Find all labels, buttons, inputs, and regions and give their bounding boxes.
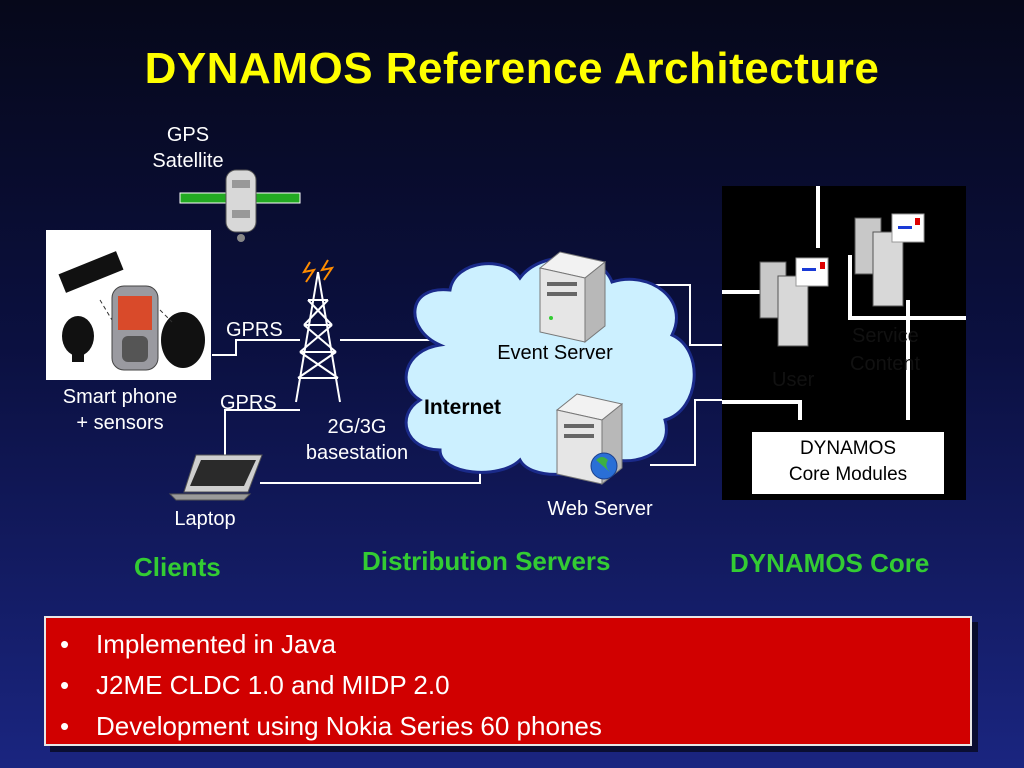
cell-tower-icon (295, 259, 341, 403)
bullet-item: Implemented in Java (46, 624, 970, 665)
user-server-icon (759, 257, 829, 347)
core-hidden-user-label: User (772, 369, 815, 391)
core-hidden-content-label: Content (850, 353, 920, 375)
laptop-label: Laptop (174, 508, 236, 530)
event-server-label: Event Server (497, 342, 613, 364)
gps-satellite-icon (179, 169, 301, 242)
smartphone-sensors-image (46, 230, 211, 380)
event-server-core-link (655, 284, 722, 346)
core-modules-caption: DYNAMOS Core Modules (752, 432, 944, 494)
gps-satellite-label: GPS Satellite (152, 124, 224, 172)
web-server-core-link (650, 399, 722, 466)
laptop-icon (168, 454, 263, 501)
section-label-distribution: Distribution Servers (362, 546, 611, 576)
gprs-bottom-label: GPRS (220, 392, 277, 414)
service-content-server-icon (854, 213, 925, 307)
core-hidden-service-label: Service (852, 325, 919, 347)
smartphone-label: Smart phone + sensors (62, 386, 178, 434)
gprs-top-label: GPRS (226, 319, 283, 341)
section-label-clients: Clients (134, 552, 221, 582)
section-label-core: DYNAMOS Core (730, 548, 930, 578)
event-server-icon (538, 251, 607, 344)
slide-title: DYNAMOS Reference Architecture (144, 44, 880, 93)
web-server-icon (555, 393, 624, 486)
internet-label: Internet (424, 396, 502, 419)
bullet-list: Implemented in Java J2ME CLDC 1.0 and MI… (46, 618, 970, 747)
bullet-box: Implemented in Java J2ME CLDC 1.0 and MI… (44, 616, 972, 747)
phone-gprs-link (212, 339, 300, 356)
basestation-label: 2G/3G basestation (305, 416, 409, 464)
bullet-item: J2ME CLDC 1.0 and MIDP 2.0 (46, 665, 970, 706)
web-server-label: Web Server (547, 498, 653, 520)
bullet-item: Development using Nokia Series 60 phones (46, 706, 970, 747)
